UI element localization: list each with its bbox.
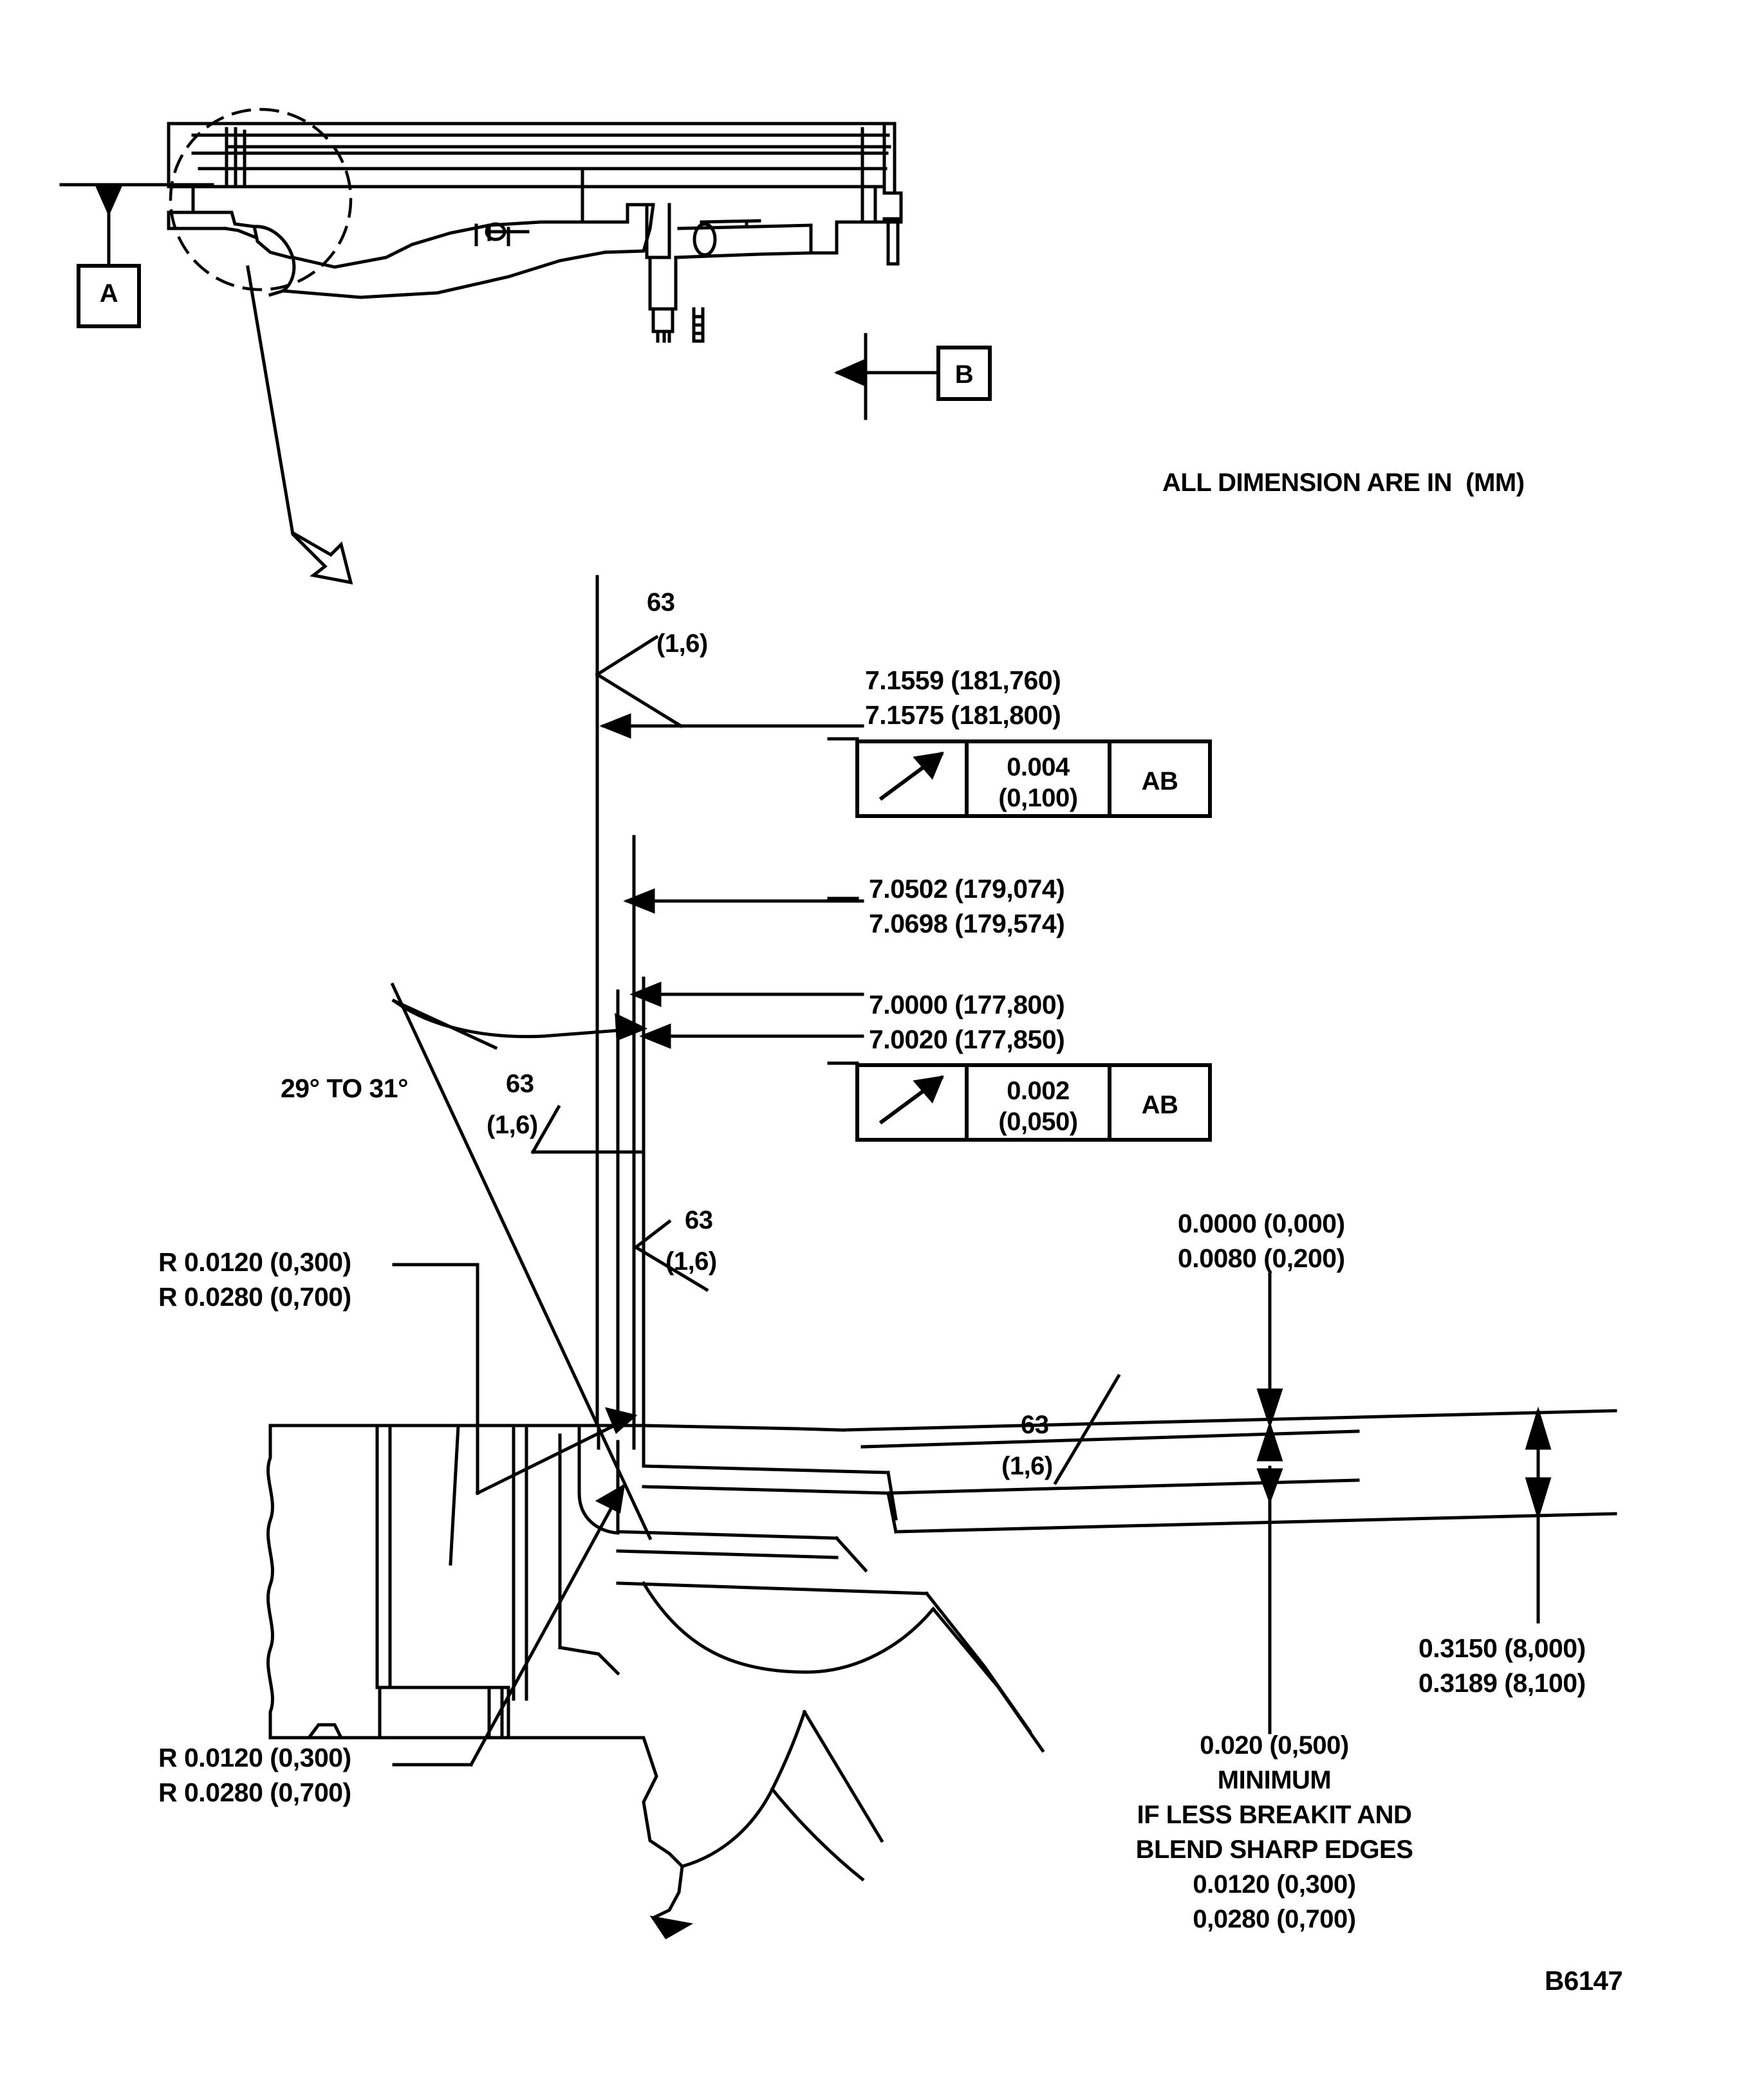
fcf-runout-002-datum-reference: AB: [1141, 1091, 1178, 1119]
radius-lower-line1: R 0.0120 (0,300): [158, 1743, 351, 1772]
edge-note-line6: 0,0280 (0,700): [1193, 1905, 1356, 1933]
dim-zero-upper: 0.0000 (0,000): [1178, 1209, 1345, 1238]
dim-zero-arrows: [1256, 1272, 1283, 1701]
drawing-number: B6147: [1545, 1965, 1623, 1996]
edge-note-line5: 0.0120 (0,300): [1193, 1870, 1356, 1899]
datum-b-label: B: [954, 360, 974, 389]
angle-leader: [390, 982, 653, 1541]
surface-finish-top-value: 63: [647, 588, 675, 617]
dim-177-upper: 7.0000 (177,800): [869, 990, 1065, 1019]
fcf-runout-004-frame: [855, 739, 1212, 818]
edge-note-line4: BLEND SHARP EDGES: [1135, 1835, 1413, 1864]
angle-dimension: 29° TO 31°: [281, 1073, 408, 1103]
top-section-view: [167, 122, 903, 343]
fcf-runout-004-datum-reference: AB: [1141, 767, 1178, 795]
datum-a-symbol: [59, 183, 214, 328]
general-note: ALL DIMENSION ARE IN (MM): [1162, 469, 1525, 497]
dim-text-ledger-ticks: [827, 737, 859, 1065]
fcf-runout-002-tolerance-line1: 0.002: [1007, 1077, 1070, 1105]
detail-callout-arrow: [246, 265, 353, 585]
radius-upper-line1: R 0.0120 (0,300): [158, 1247, 351, 1277]
dim-zero-lower: 0.0080 (0,200): [1178, 1243, 1345, 1273]
dim-181-upper: 7.1559 (181,760): [865, 665, 1061, 695]
surface-finish-lower-value: 63: [1021, 1411, 1049, 1439]
surface-finish-midleft-value: 63: [506, 1070, 534, 1098]
fcf-runout-004-tolerance-line1: 0.004: [1007, 753, 1070, 781]
edge-note-line3: IF LESS BREAKIT AND: [1137, 1801, 1412, 1829]
surface-finish-lower-metric: (1,6): [1001, 1452, 1053, 1480]
dim-thickness-lower: 0.3189 (8,100): [1418, 1668, 1586, 1698]
edge-note-line1: 0.020 (0,500): [1200, 1731, 1349, 1760]
dim-thickness-arrows: [1525, 1406, 1552, 1624]
radius-lower-line2: R 0.0280 (0,700): [158, 1778, 351, 1807]
detail-view-axis-lines: [595, 575, 646, 1427]
surface-finish-middle-value: 63: [685, 1206, 713, 1234]
radius-upper-line2: R 0.0280 (0,700): [158, 1282, 351, 1312]
detail-section-body: [266, 1424, 1045, 1940]
dim-181-lower: 7.1575 (181,800): [865, 700, 1061, 730]
datum-b-symbol: [833, 333, 992, 420]
surface-finish-midleft-symbol: [530, 1104, 646, 1155]
radius-upper-leader: [392, 1263, 638, 1496]
fcf-runout-002-tolerance-line2: (0,050): [998, 1108, 1078, 1136]
surface-finish-middle-metric: (1,6): [665, 1247, 717, 1276]
dim-179-lower: 7.0698 (179,574): [869, 909, 1065, 938]
fcf-runout-004-tolerance-line2: (0,100): [998, 784, 1078, 812]
surface-finish-top-symbol: [595, 635, 683, 729]
dim-179-upper: 7.0502 (179,074): [869, 874, 1065, 904]
fcf-runout-002-frame: [855, 1063, 1212, 1142]
right-surface-lines: [841, 1409, 1617, 1534]
surface-finish-midleft-metric: (1,6): [487, 1111, 538, 1139]
surface-finish-top-metric: (1,6): [656, 629, 708, 658]
dim-thickness-upper: 0.3150 (8,000): [1418, 1633, 1586, 1663]
dim-177-lower: 7.0020 (177,850): [869, 1025, 1065, 1054]
detail-circle: [169, 107, 353, 292]
edge-note-line2: MINIMUM: [1217, 1766, 1332, 1794]
surface-finish-middle-symbol: [633, 1219, 709, 1292]
datum-a-label: A: [99, 279, 118, 308]
surface-finish-lower-symbol: [1053, 1373, 1121, 1485]
dimension-lines-horizontal: [599, 713, 864, 1049]
